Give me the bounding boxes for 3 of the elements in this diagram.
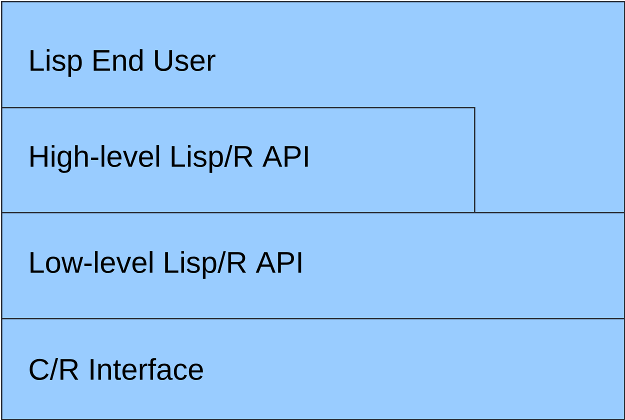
layer-box: C/R Interface bbox=[1, 318, 625, 420]
layer-box: High-level Lisp/R API bbox=[1, 107, 476, 214]
layer-box: Low-level Lisp/R API bbox=[1, 212, 625, 320]
